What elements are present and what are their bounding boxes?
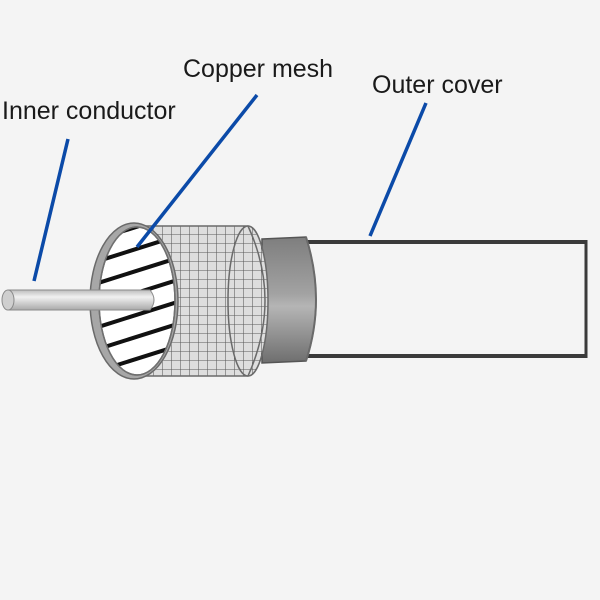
- leader-lines: [32, 93, 428, 282]
- outer-cover-tube: [306, 240, 588, 358]
- inner-conductor-wire: [1, 289, 155, 311]
- leader-inner-conductor: [32, 138, 70, 282]
- leader-outer-cover: [368, 102, 428, 237]
- label-outer-cover: Outer cover: [372, 71, 503, 99]
- leader-copper-mesh: [135, 93, 259, 249]
- jacket-collar: [261, 236, 317, 364]
- label-inner-conductor: Inner conductor: [2, 97, 176, 125]
- label-copper-mesh: Copper mesh: [183, 55, 334, 83]
